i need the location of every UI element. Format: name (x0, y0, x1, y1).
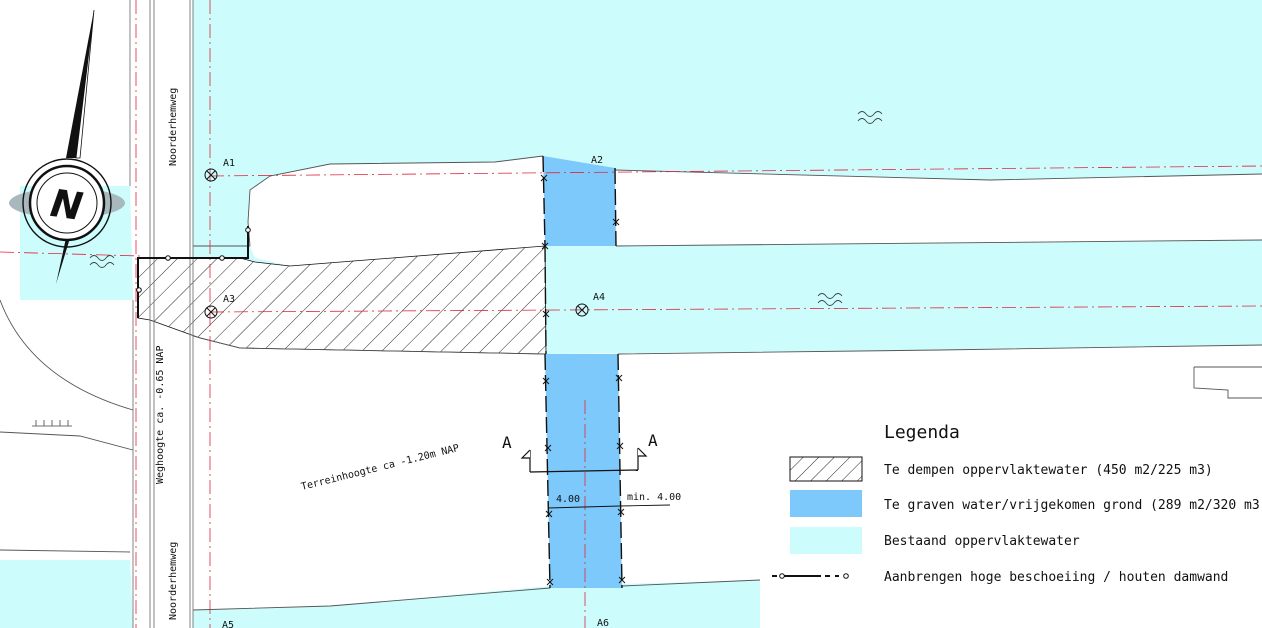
legend-swatch-existing (790, 527, 862, 554)
section-label-right: A (648, 431, 658, 450)
water-wave-icon (857, 111, 883, 124)
section-marker (520, 447, 648, 473)
road-name-top: Noorderhemweg (168, 88, 179, 166)
strip-edges (542, 155, 623, 589)
legend-item-dig: Te graven water/vrijgekomen grond (289 m… (884, 498, 1262, 513)
ditch-symbol-icon (32, 420, 72, 427)
terrain-height-label: Terreinhoogte ca -1.20m NAP (300, 443, 460, 493)
point-a1-icon (204, 168, 218, 182)
section-label-left: A (502, 433, 512, 452)
point-label-a3: A3 (223, 294, 235, 305)
road-name-bottom: Noorderhemweg (168, 542, 179, 620)
sheet-piling-nodes (136, 227, 251, 293)
legend-swatch-dig (790, 490, 862, 517)
road-height-label: Weghoogte ca. -0.65 NAP (155, 346, 166, 484)
water-wave-icon (89, 255, 115, 268)
measure-points (204, 168, 589, 319)
legend-item-fill: Te dempen oppervlaktewater (450 m2/225 m… (884, 463, 1213, 478)
water-symbols (89, 111, 883, 306)
dimension-lines (547, 504, 671, 509)
legend: Legenda Te dempen oppervlaktewater (450 … (760, 400, 1262, 628)
dimension-width: 4.00 (556, 494, 580, 505)
road (129, 0, 194, 628)
north-arrow-icon: N (9, 9, 125, 284)
dimension-min-width: min. 4.00 (627, 492, 681, 503)
legend-item-existing: Bestaand oppervlaktewater (884, 534, 1080, 549)
shorelines (0, 155, 1262, 611)
point-label-a6: A6 (597, 618, 609, 628)
point-label-a5: A5 (222, 620, 234, 628)
dig-area (543, 156, 622, 588)
point-label-a1: A1 (223, 158, 235, 169)
legend-swatch-sheet-piling (772, 573, 862, 579)
legend-item-sheet-piling: Aanbrengen hoge beschoeiing / houten dam… (884, 570, 1228, 585)
point-label-a4: A4 (593, 292, 605, 303)
point-label-a2: A2 (591, 155, 603, 166)
legend-title: Legenda (884, 422, 960, 443)
point-a3-icon (204, 305, 218, 319)
legend-swatch-fill (789, 456, 863, 482)
water-wave-icon (817, 293, 843, 306)
compass-letter: N (48, 181, 86, 229)
point-a4-icon (575, 303, 589, 317)
